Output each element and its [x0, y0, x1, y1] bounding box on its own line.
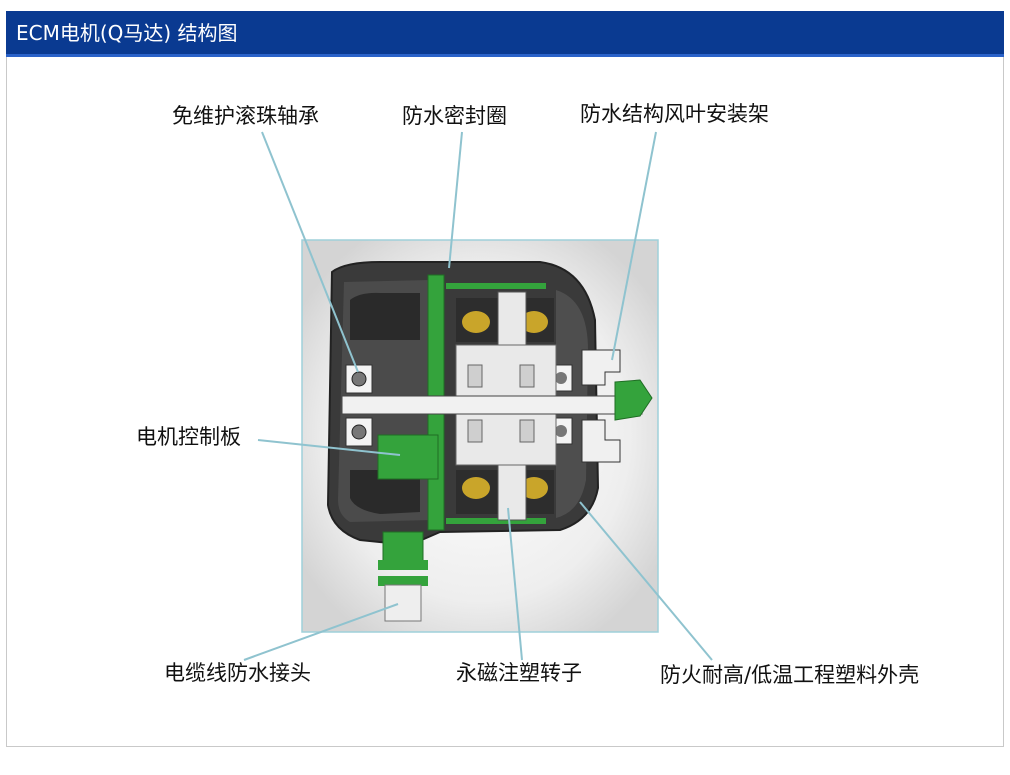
label-rotor: 永磁注塑转子 [456, 661, 582, 685]
cable-connector [378, 531, 428, 622]
leader-lines [243, 131, 713, 661]
leader-line-fan-mount [611, 131, 657, 361]
motor-shaft [341, 395, 643, 415]
label-seal-ring: 防水密封圈 [402, 104, 507, 128]
leader-line-housing [579, 501, 713, 661]
leader-line-cable-connector [243, 603, 399, 661]
label-fan-mount: 防水结构风叶安装架 [580, 102, 769, 126]
bearing-left [345, 364, 373, 447]
label-housing: 防火耐高/低温工程塑料外壳 [660, 663, 920, 687]
leader-line-seal-ring [448, 131, 463, 269]
label-cable-connector: 电缆线防水接头 [164, 661, 311, 685]
page-title: ECM电机(Q马达) 结构图 [16, 21, 238, 45]
title-bar: ECM电机(Q马达) 结构图 [6, 11, 1004, 57]
leader-line-control-board [257, 439, 401, 456]
leader-line-bearing [261, 131, 359, 373]
label-control-board: 电机控制板 [136, 425, 241, 449]
fan-mount [581, 349, 653, 463]
label-bearing: 免维护滚珠轴承 [172, 104, 319, 128]
leader-line-rotor [507, 507, 523, 661]
